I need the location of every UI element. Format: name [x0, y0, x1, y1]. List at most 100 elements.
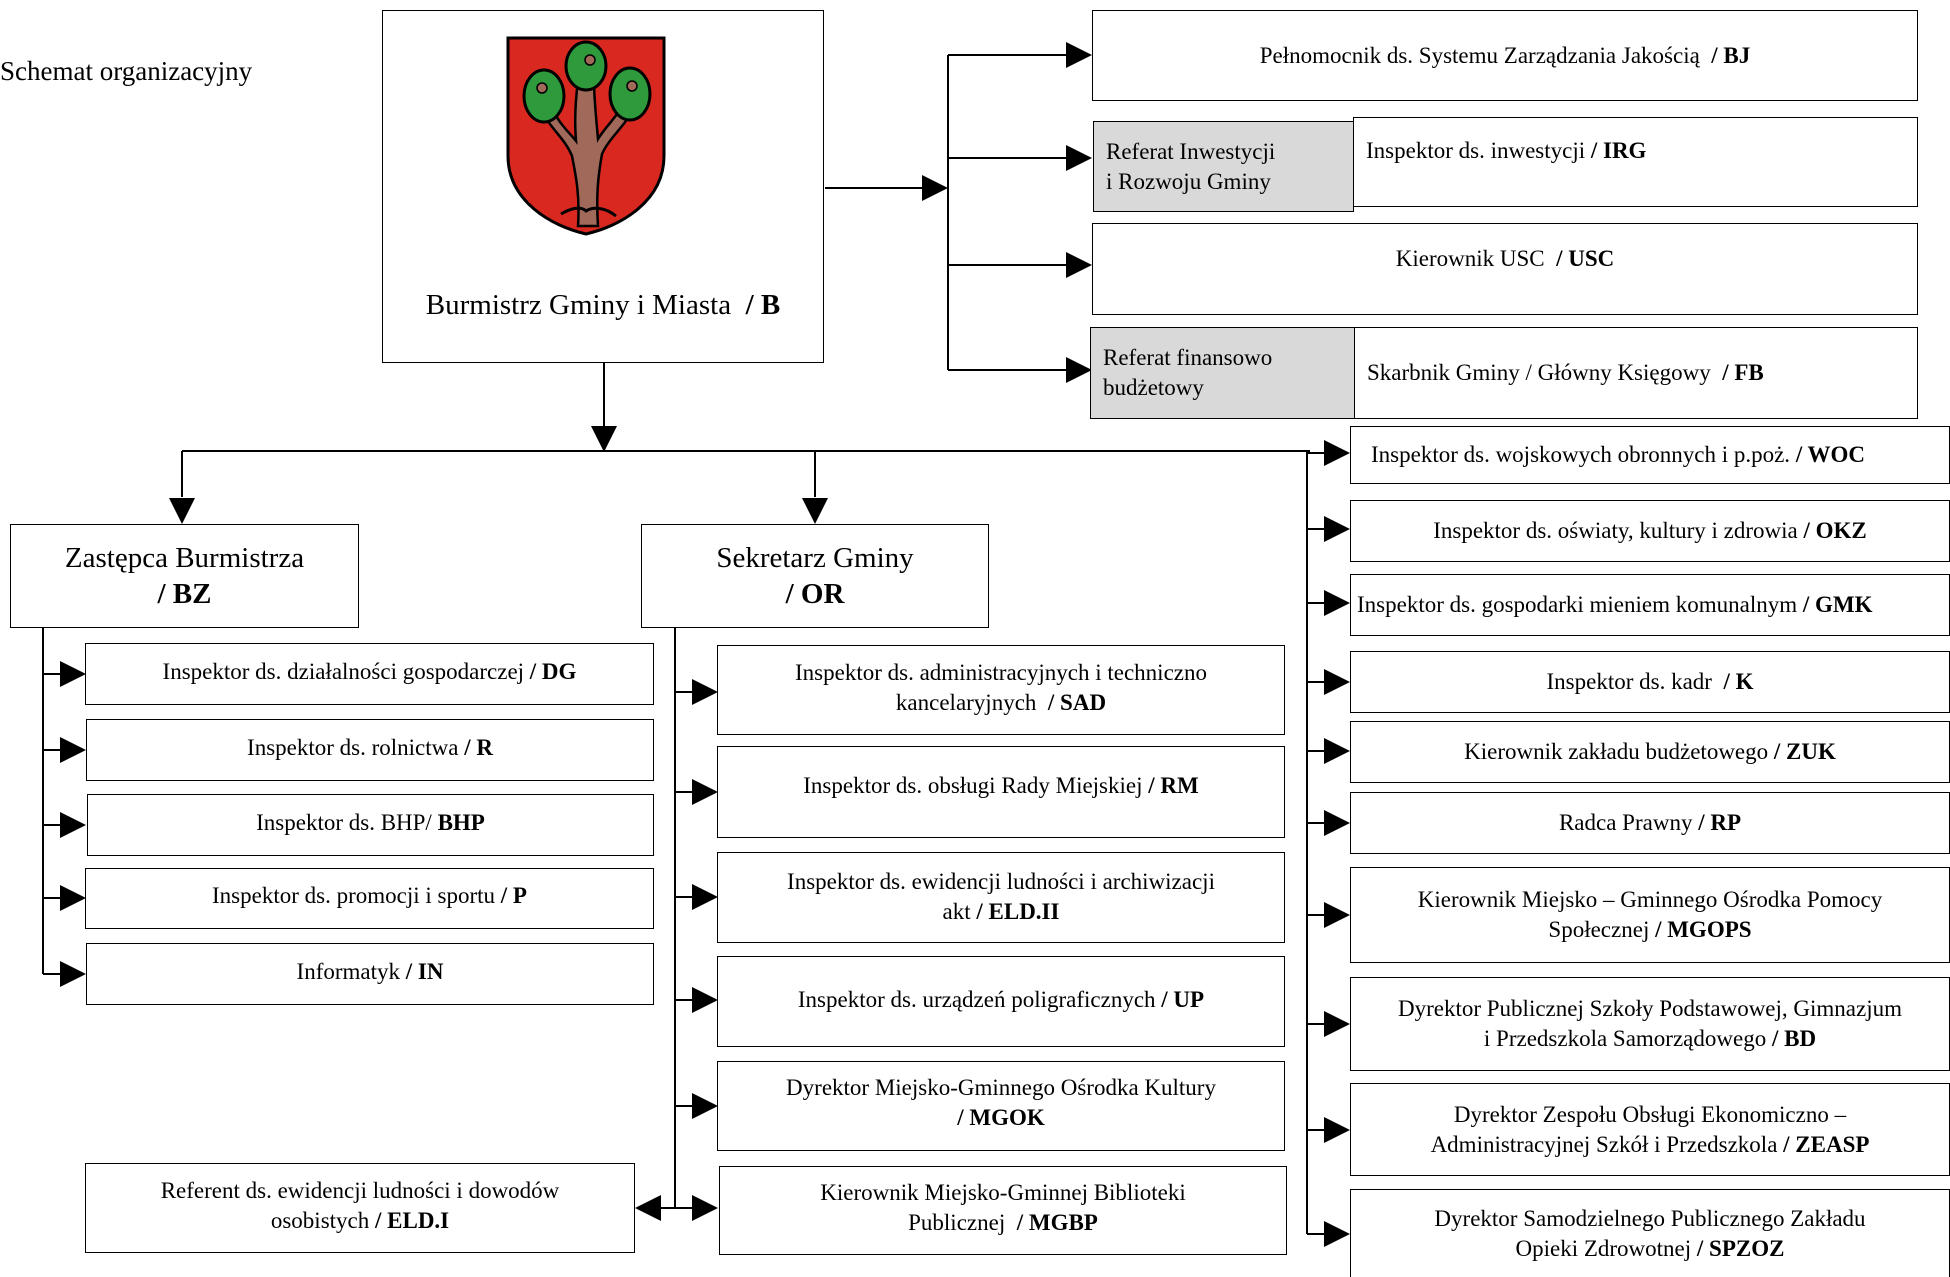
box-woc-name: Inspektor ds. wojskowych obronnych i p.p… [1371, 442, 1791, 468]
box-mgops-code: / MGOPS [1655, 917, 1752, 942]
box-bd-code: / BD [1771, 1026, 1817, 1051]
box-in[interactable]: Informatyk / IN [86, 943, 654, 1005]
box-in-code: / IN [405, 959, 444, 984]
box-eld1-code: / ELD.I [375, 1207, 450, 1233]
box-bd[interactable]: Dyrektor Publicznej Szkoły Podstawowej, … [1350, 977, 1950, 1071]
box-okz[interactable]: Inspektor ds. oświaty, kultury i zdrowia… [1350, 500, 1950, 562]
box-spzoz-code: / SPZOZ [1696, 1235, 1785, 1261]
box-irg[interactable]: Inspektor ds. inwestycji / IRG [1353, 117, 1918, 207]
box-irg-name: Inspektor ds. inwestycji [1366, 138, 1586, 163]
box-irg-code: / IRG [1590, 138, 1647, 163]
box-p-name: Inspektor ds. promocji i sportu [212, 883, 496, 908]
box-sad-code: / SAD [1047, 689, 1107, 715]
box-mgbp-line2: Publicznej [908, 1209, 1006, 1235]
box-zeasp-line1: Dyrektor Zespołu Obsługi Ekonomiczno – [1453, 1101, 1847, 1127]
mayor-code: / B [745, 289, 781, 321]
box-k[interactable]: Inspektor ds. kadr / K [1350, 651, 1950, 713]
arrow-deputy-3 [60, 885, 86, 911]
arrow-right-col-8 [1324, 1117, 1350, 1143]
box-spzoz-line1: Dyrektor Samodzielnego Publicznego Zakła… [1434, 1205, 1866, 1231]
dept-referat-finansowo[interactable]: Referat finansowo budżetowy [1090, 327, 1355, 419]
box-woc[interactable]: Inspektor ds. wojskowych obronnych i p.p… [1350, 426, 1950, 484]
box-rp-code: / RP [1698, 810, 1742, 836]
box-mgops-line1: Kierownik Miejsko – Gminnego Ośrodka Pom… [1417, 887, 1883, 913]
box-fb-code: / FB [1722, 360, 1764, 386]
arrow-right-col-5 [1324, 810, 1350, 836]
box-sad-line2: kancelaryjnych [895, 689, 1037, 715]
box-rm[interactable]: Inspektor ds. obsługi Rady Miejskiej / R… [717, 746, 1285, 838]
arrow-deputy-1 [60, 737, 86, 763]
dept-finansowo-line2: budżetowy [1103, 375, 1204, 400]
arrow-right-col-2 [1324, 590, 1350, 616]
box-eld2-line2: akt [942, 898, 971, 924]
arrow-deputy-2 [60, 812, 86, 838]
box-bd-line1: Dyrektor Publicznej Szkoły Podstawowej, … [1397, 996, 1902, 1022]
box-mgok-line1: Dyrektor Miejsko-Gminnego Ośrodka Kultur… [786, 1075, 1216, 1100]
box-rp-name: Radca Prawny [1558, 810, 1693, 836]
box-zeasp-code: / ZEASP [1783, 1131, 1870, 1157]
box-eld1-line1: Referent ds. ewidencji ludności i dowodó… [160, 1178, 560, 1203]
arrow-right-col-7 [1324, 1011, 1350, 1037]
box-sad[interactable]: Inspektor ds. administracyjnych i techni… [717, 645, 1285, 735]
box-sad-line1: Inspektor ds. administracyjnych i techni… [795, 660, 1207, 685]
dept-finansowo-line1: Referat finansowo [1103, 345, 1273, 371]
box-in-name: Informatyk [296, 959, 400, 984]
arrow-to-branch [922, 175, 948, 201]
box-eld2[interactable]: Inspektor ds. ewidencji ludności i archi… [717, 852, 1285, 943]
box-zeasp-line2: Administracyjnej Szkół i Przedszkola [1430, 1131, 1778, 1157]
box-dg[interactable]: Inspektor ds. działalności gospodarczej … [85, 643, 654, 705]
mayor-label: Burmistrz Gminy i Miasta / B [383, 289, 823, 322]
box-fb[interactable]: Skarbnik Gminy / Główny Księgowy / FB [1354, 327, 1918, 419]
box-rm-code: / RM [1148, 773, 1199, 798]
box-dg-name: Inspektor ds. działalności gospodarczej [162, 659, 525, 684]
arrow-top-right-1 [1066, 145, 1092, 171]
deputy-box[interactable]: Zastępca Burmistrza/ BZ [10, 524, 359, 628]
arrow-right-col-0 [1324, 440, 1350, 466]
box-rp[interactable]: Radca Prawny / RP [1350, 792, 1950, 854]
box-usc-code: / USC [1556, 246, 1615, 271]
box-eld2-line1: Inspektor ds. ewidencji ludności i archi… [787, 869, 1215, 894]
arrow-secretary-5 [692, 1195, 718, 1221]
box-bhp[interactable]: Inspektor ds. BHP/ BHP [87, 794, 654, 856]
box-bj-code: / BJ [1711, 42, 1751, 68]
box-up-code: / UP [1161, 987, 1205, 1012]
box-spzoz[interactable]: Dyrektor Samodzielnego Publicznego Zakła… [1350, 1189, 1950, 1277]
box-bj-name: Pełnomocnik ds. Systemu Zarządzania Jako… [1259, 42, 1700, 68]
box-mgok-code: / MGOK [957, 1104, 1045, 1130]
box-gmk-name: Inspektor ds. gospodarki mieniem komunal… [1357, 592, 1798, 618]
box-mgbp-code: / MGBP [1016, 1209, 1098, 1235]
page-title: Schemat organizacyjny [0, 56, 253, 86]
box-p[interactable]: Inspektor ds. promocji i sportu / P [85, 868, 654, 929]
arrow-secretary-4 [692, 1093, 718, 1119]
box-up[interactable]: Inspektor ds. urządzeń poligraficznych /… [717, 956, 1285, 1047]
arrow-to-deputy [169, 498, 195, 524]
arrow-right-col-1 [1324, 516, 1350, 542]
arrow-to-secretary [802, 498, 828, 524]
arrow-right-col-6 [1324, 902, 1350, 928]
box-mgok[interactable]: Dyrektor Miejsko-Gminnego Ośrodka Kultur… [717, 1061, 1285, 1151]
box-woc-code: / WOC [1795, 442, 1866, 468]
box-bj[interactable]: Pełnomocnik ds. Systemu Zarządzania Jako… [1092, 10, 1918, 101]
box-gmk[interactable]: Inspektor ds. gospodarki mieniem komunal… [1350, 574, 1950, 636]
box-zuk[interactable]: Kierownik zakładu budżetowego / ZUK [1350, 721, 1950, 783]
arrow-right-col-9 [1324, 1221, 1350, 1247]
arrow-secretary-1 [692, 779, 718, 805]
mayor-name: Burmistrz Gminy i Miasta [425, 289, 732, 321]
box-bhp-name: Inspektor ds. BHP/ [256, 810, 432, 835]
box-eld1-line2: osobistych [270, 1207, 370, 1233]
box-r[interactable]: Inspektor ds. rolnictwa / R [86, 719, 654, 781]
secretary-box[interactable]: Sekretarz Gminy/ OR [641, 524, 989, 628]
box-eld1[interactable]: Referent ds. ewidencji ludności i dowodó… [85, 1163, 635, 1253]
box-mgops-line2: Społecznej [1548, 917, 1650, 942]
box-usc[interactable]: Kierownik USC / USC [1092, 223, 1918, 315]
arrow-right-col-4 [1324, 738, 1350, 764]
box-usc-name: Kierownik USC [1395, 246, 1545, 271]
arrow-top-right-3 [1066, 357, 1092, 383]
box-eld2-code: / ELD.II [976, 898, 1060, 924]
box-gmk-code: / GMK [1802, 592, 1873, 618]
box-mgops[interactable]: Kierownik Miejsko – Gminnego Ośrodka Pom… [1350, 867, 1950, 963]
box-zeasp[interactable]: Dyrektor Zespołu Obsługi Ekonomiczno – Ad… [1350, 1083, 1950, 1176]
